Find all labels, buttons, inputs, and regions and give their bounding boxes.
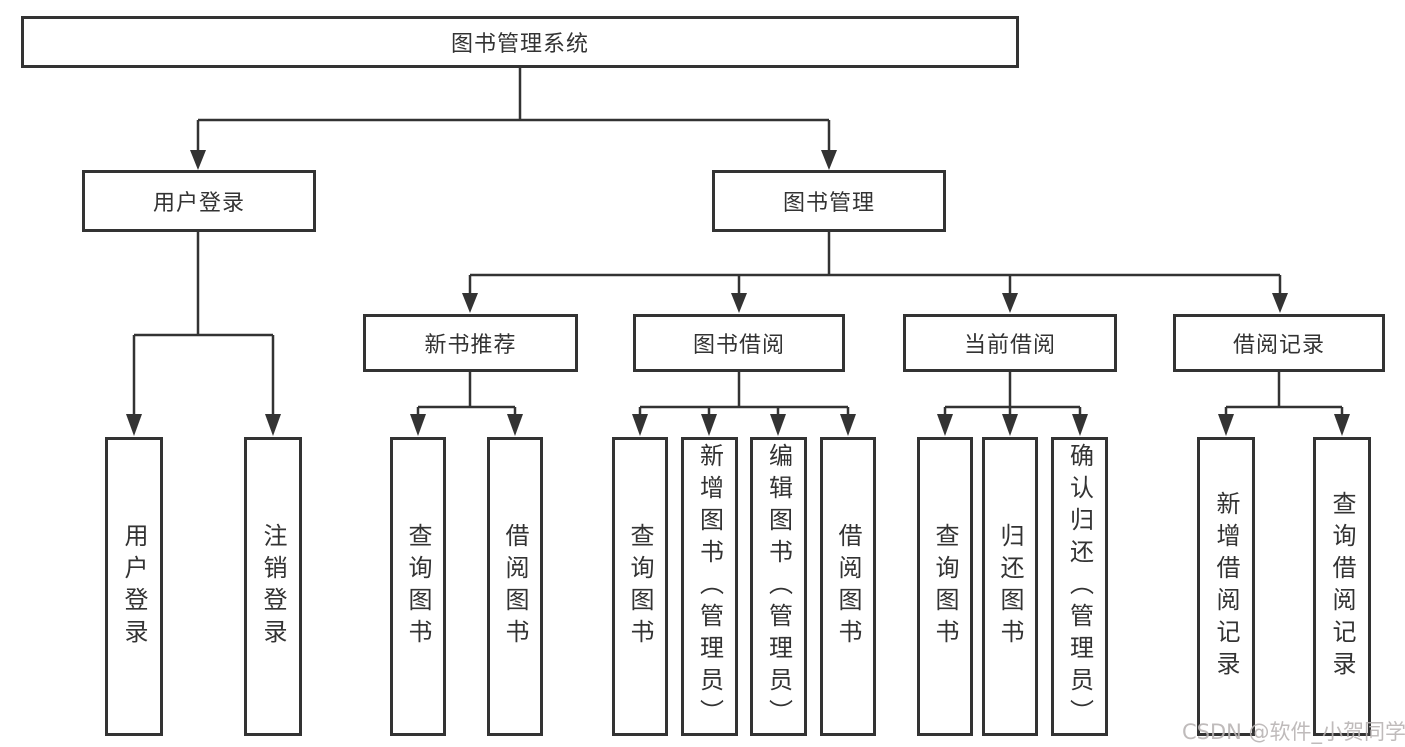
node-label: 借阅图书: [501, 522, 529, 651]
node-label: 查询图书: [931, 522, 959, 651]
node-label: 归还图书: [996, 522, 1024, 651]
node-label: 用户登录: [152, 191, 245, 216]
node-book-management: 图书管理: [712, 170, 946, 232]
node-library-management-system: 图书管理系统: [21, 16, 1019, 68]
node-borrowing-records: 借阅记录: [1173, 314, 1385, 372]
leaf-confirm-return-admin: 确认归还（管理员）: [1051, 437, 1108, 736]
leaf-borrow-books-recommend: 借阅图书: [487, 437, 543, 736]
node-label: 借阅记录: [1232, 333, 1325, 358]
node-user-login: 用户登录: [82, 170, 316, 232]
node-label: 查询图书: [404, 522, 432, 651]
leaf-borrow-books: 借阅图书: [820, 437, 876, 736]
leaf-return-books: 归还图书: [982, 437, 1038, 736]
leaf-add-book-admin: 新增图书（管理员）: [681, 437, 738, 736]
leaf-edit-book-admin: 编辑图书（管理员）: [750, 437, 807, 736]
node-label: 查询借阅记录: [1328, 490, 1356, 683]
node-label: 查询图书: [626, 522, 654, 651]
leaf-query-books-borrowing: 查询图书: [612, 437, 668, 736]
node-label: 新书推荐: [424, 333, 517, 358]
leaf-add-borrow-record: 新增借阅记录: [1197, 437, 1255, 736]
node-label: 当前借阅: [963, 333, 1056, 358]
node-label: 新增借阅记录: [1212, 490, 1240, 683]
arrowheads: [126, 150, 1350, 436]
node-label: 注销登录: [259, 522, 287, 651]
leaf-query-books-current: 查询图书: [917, 437, 973, 736]
leaf-query-books-recommend: 查询图书: [390, 437, 446, 736]
node-label: 用户登录: [120, 522, 148, 651]
node-book-borrowing: 图书借阅: [633, 314, 845, 372]
node-label: 借阅图书: [834, 522, 862, 651]
leaf-logout: 注销登录: [244, 437, 302, 736]
csdn-watermark: CSDN @软件_小贺同学: [1182, 720, 1405, 744]
node-label: 图书管理: [782, 191, 875, 216]
node-label: 新增图书（管理员）: [695, 442, 724, 731]
node-label: 编辑图书（管理员）: [764, 442, 793, 731]
node-label: 确认归还（管理员）: [1065, 442, 1094, 731]
node-label: 图书管理系统: [450, 32, 589, 57]
node-current-borrowing: 当前借阅: [903, 314, 1117, 372]
leaf-user-login: 用户登录: [105, 437, 163, 736]
node-new-book-recommendation: 新书推荐: [363, 314, 578, 372]
leaf-query-borrow-record: 查询借阅记录: [1313, 437, 1371, 736]
node-label: 图书借阅: [692, 333, 785, 358]
